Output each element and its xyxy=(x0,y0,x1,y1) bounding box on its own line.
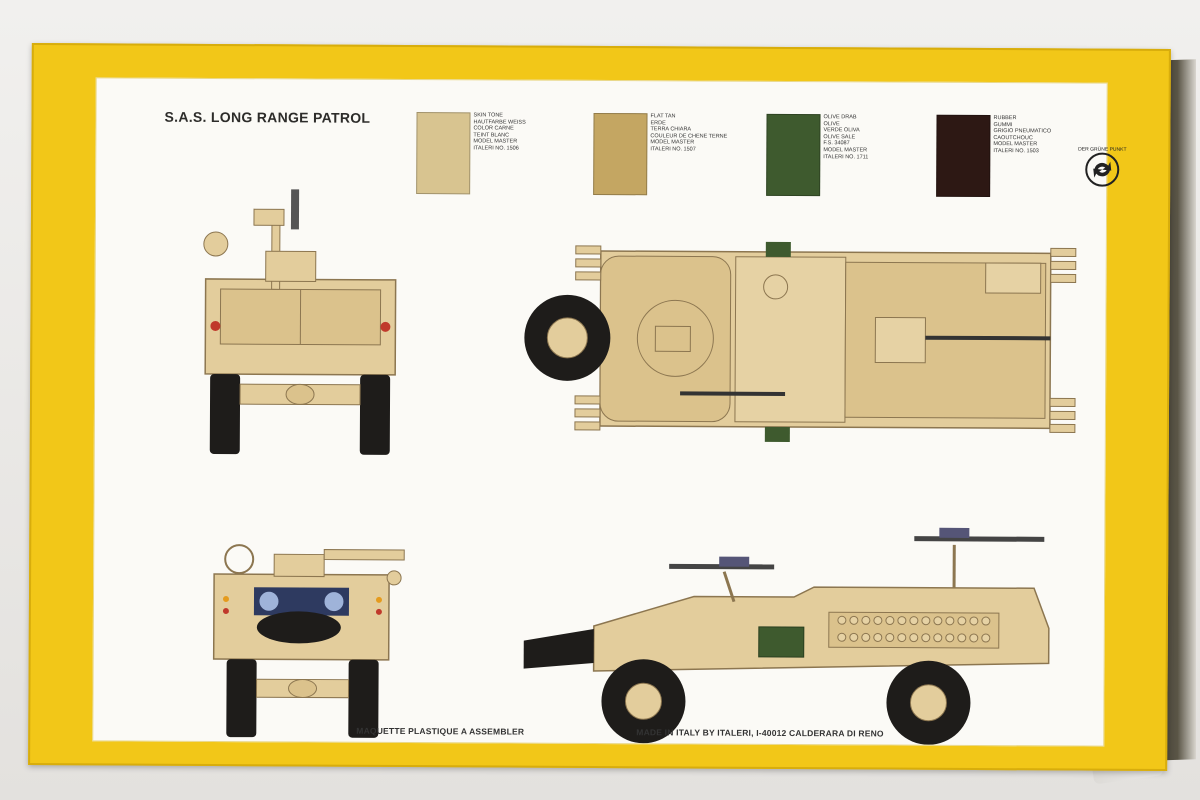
rear-view-drawing xyxy=(203,189,397,455)
front-view-drawing xyxy=(212,544,405,738)
side-view-drawing xyxy=(523,527,1050,745)
top-view-drawing xyxy=(524,241,1077,442)
vehicle-drawings xyxy=(203,189,1077,745)
footer-left-text: MAQUETTE PLASTIQUE A ASSEMBLER xyxy=(356,725,525,737)
green-dot-recycle-icon: DER GRÜNE PUNKT xyxy=(1078,146,1127,187)
footer-right-text: MADE IN ITALY BY ITALERI, I-40012 CALDER… xyxy=(636,727,884,739)
svg-text:DER GRÜNE PUNKT: DER GRÜNE PUNKT xyxy=(1078,146,1126,153)
